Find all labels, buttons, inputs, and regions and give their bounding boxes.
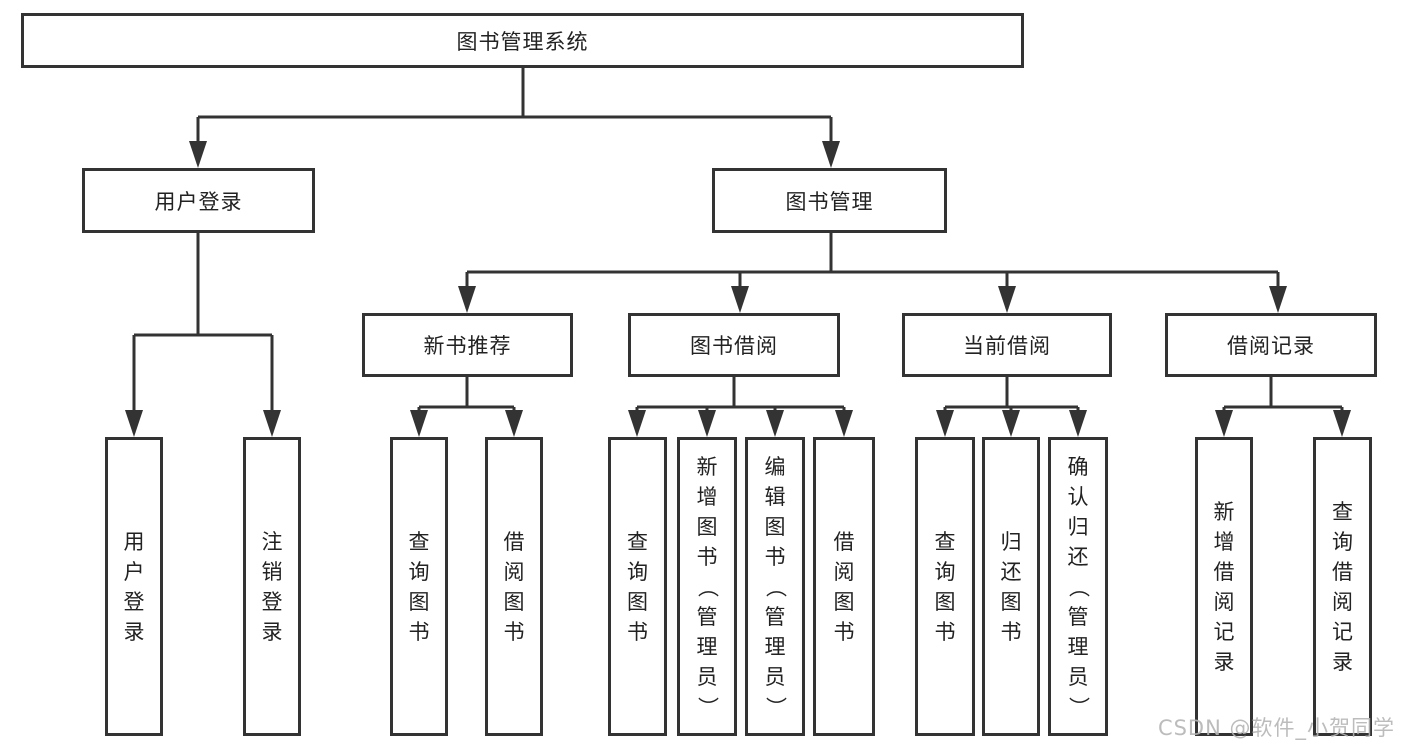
node-book-management: 图书管理 [712,168,947,233]
leaf-add-borrow-record: 新增借阅记录 [1195,437,1253,736]
leaf-query-books-current-label: 查询图书 [934,529,956,644]
leaf-confirm-return-admin: 确认归还（管理员） [1048,437,1108,736]
node-book-management-label: 图书管理 [785,189,874,214]
node-new-book-recommend-label: 新书推荐 [423,334,512,358]
leaf-logout: 注销登录 [243,437,301,736]
leaf-query-borrow-record: 查询借阅记录 [1313,437,1372,736]
csdn-watermark: CSDN @软件_小贺同学 [1157,716,1395,740]
node-root-label: 图书管理系统 [456,29,589,54]
leaf-query-books-current: 查询图书 [915,437,975,736]
leaf-query-books-recommend: 查询图书 [390,437,448,736]
node-current-borrowing: 当前借阅 [902,313,1112,377]
leaf-add-borrow-record-label: 新增借阅记录 [1213,499,1235,674]
leaf-edit-books-admin: 编辑图书（管理员） [745,437,805,736]
leaf-add-books-admin-label: 新增图书（管理员） [695,454,719,718]
arrowheads [125,141,1351,437]
leaf-user-login: 用户登录 [105,437,163,736]
leaf-add-books-admin: 新增图书（管理员） [677,437,737,736]
node-new-book-recommend: 新书推荐 [362,313,573,377]
leaf-query-books-recommend-label: 查询图书 [408,529,430,644]
leaf-query-books-borrow-label: 查询图书 [627,529,648,644]
leaf-return-books: 归还图书 [982,437,1040,736]
node-borrowing-records: 借阅记录 [1165,313,1377,377]
leaf-borrow-books: 借阅图书 [813,437,875,736]
node-current-borrowing-label: 当前借阅 [963,334,1051,358]
leaf-edit-books-admin-label: 编辑图书（管理员） [763,454,787,718]
leaf-borrow-books-recommend-label: 借阅图书 [503,529,525,644]
leaf-query-borrow-record-label: 查询借阅记录 [1332,499,1353,674]
node-root: 图书管理系统 [21,13,1024,68]
node-user-login: 用户登录 [82,168,315,233]
leaf-borrow-books-recommend: 借阅图书 [485,437,543,736]
node-book-borrowing-label: 图书借阅 [690,334,778,358]
node-user-login-label: 用户登录 [154,189,243,214]
leaf-query-books-borrow: 查询图书 [608,437,667,736]
leaf-borrow-books-label: 借阅图书 [833,529,855,644]
leaf-confirm-return-admin-label: 确认归还（管理员） [1066,454,1090,718]
node-book-borrowing: 图书借阅 [628,313,840,377]
leaf-return-books-label: 归还图书 [1000,529,1022,644]
leaf-logout-label: 注销登录 [261,529,283,644]
leaf-user-login-label: 用户登录 [123,529,145,644]
node-borrowing-records-label: 借阅记录 [1227,334,1315,358]
